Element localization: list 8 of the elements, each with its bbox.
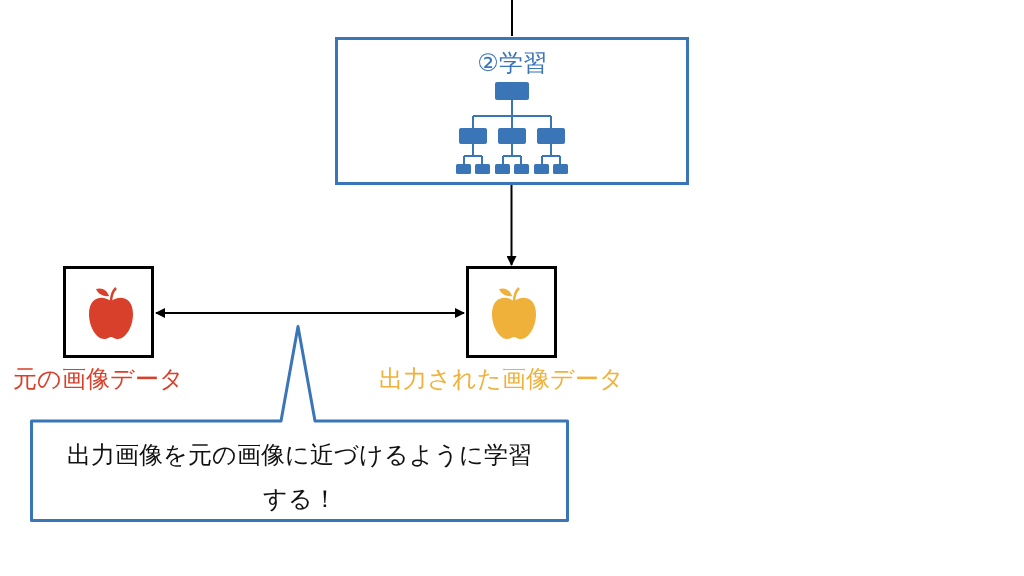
image-caption: 出力された画像データ (379, 364, 624, 394)
process-box (335, 37, 689, 185)
arrow (506, 184, 517, 266)
box-title: ②学習 (477, 48, 547, 78)
connector-line (511, 0, 513, 37)
callout-text: 出力画像を元の画像に近づけるように学習する！ (66, 440, 533, 515)
double-arrow (155, 308, 465, 318)
image-caption: 元の画像データ (13, 364, 184, 394)
